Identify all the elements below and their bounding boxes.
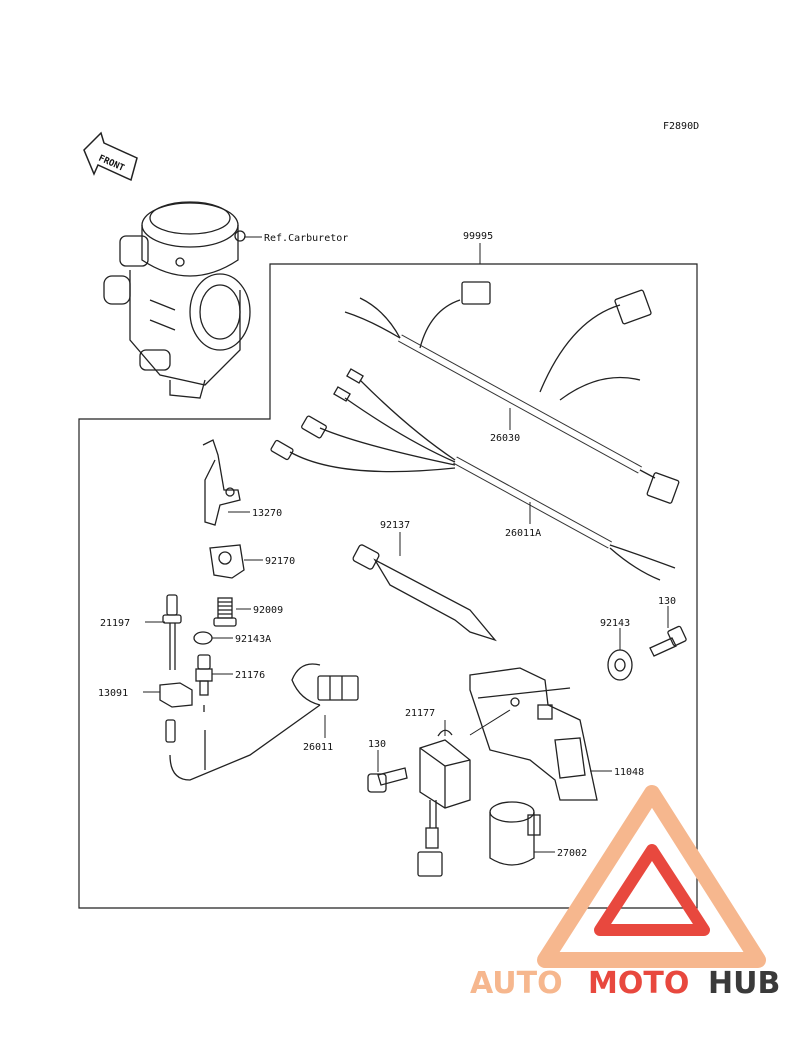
wiring-harness-26030 [344, 281, 680, 504]
kit-outline-frame [78, 263, 698, 909]
label-130-top: 130 [658, 596, 676, 607]
label-21177: 21177 [405, 708, 435, 719]
watermark-word-moto: MOTO [588, 966, 689, 1001]
carburetor-illustration [103, 201, 251, 399]
sensor-21197 [162, 594, 182, 670]
figure-code: F2890D [663, 121, 699, 132]
label-kit-99995: 99995 [463, 231, 493, 242]
label-26011: 26011 [303, 742, 333, 753]
bolt-130-left [367, 767, 408, 793]
switch-21176 [195, 654, 213, 712]
clamp-13091 [159, 682, 193, 743]
label-130-left: 130 [368, 739, 386, 750]
wiring-harness-26011a [270, 368, 676, 581]
label-26011a: 26011A [505, 528, 541, 539]
label-92143a: 92143A [235, 634, 271, 645]
grommet-92143 [607, 649, 633, 681]
bolt-92009 [213, 597, 237, 627]
front-arrow-icon: FRONT [83, 131, 138, 182]
automotohub-watermark: AUTO MOTO HUB [470, 785, 780, 1001]
lead-wire-26011 [169, 663, 359, 781]
bracket-13270 [202, 439, 241, 526]
relay-21177 [417, 729, 471, 877]
label-11048: 11048 [614, 767, 644, 778]
bolt-130-top [649, 625, 687, 657]
label-21176: 21176 [235, 670, 265, 681]
watermark-word-hub: HUB [708, 966, 780, 1001]
label-92143: 92143 [600, 618, 630, 629]
label-21197: 21197 [100, 618, 130, 629]
washer-92143a [193, 631, 213, 645]
label-92009: 92009 [253, 605, 283, 616]
label-92170: 92170 [265, 556, 295, 567]
label-13091: 13091 [98, 688, 128, 699]
bracket-11048 [469, 667, 598, 801]
grease-tube-92137 [352, 544, 497, 642]
label-ref-carburetor: Ref.Carburetor [264, 233, 348, 244]
label-27002: 27002 [557, 848, 587, 859]
relay-27002 [489, 801, 541, 866]
label-13270: 13270 [252, 508, 282, 519]
label-26030: 26030 [490, 433, 520, 444]
holder-92170 [209, 544, 245, 579]
watermark-word-auto: AUTO [470, 966, 563, 1001]
label-92137: 92137 [380, 520, 410, 531]
